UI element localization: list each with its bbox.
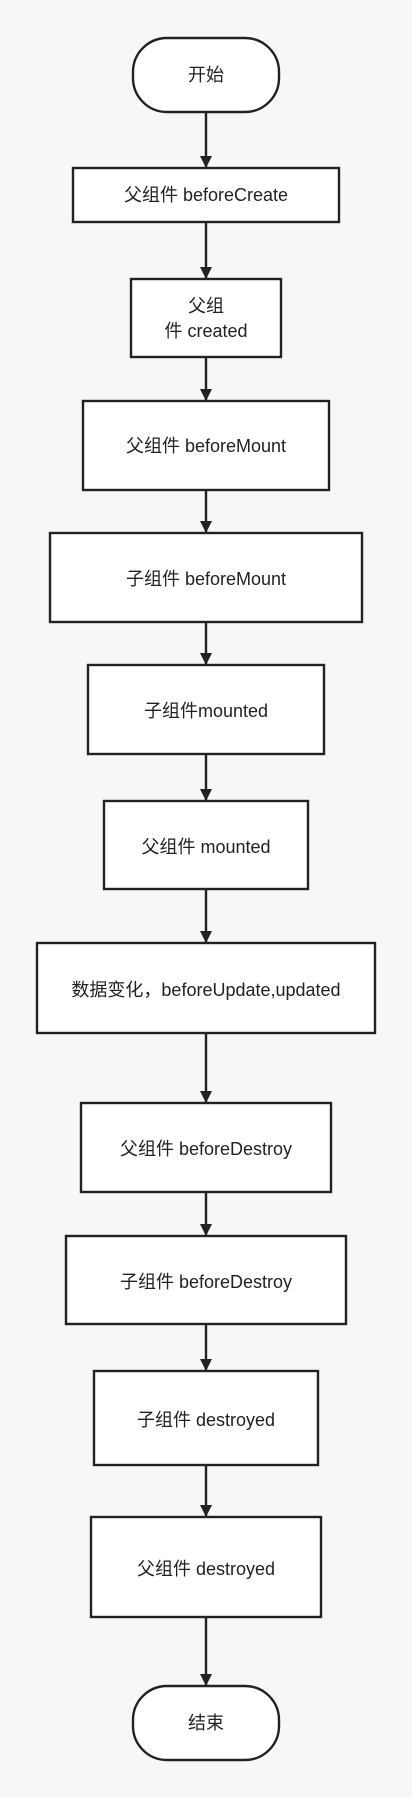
data-change-label: 数据变化，beforeUpdate,updated <box>71 980 340 1000</box>
parent-before-destroy-label: 父组件 beforeDestroy <box>120 1139 292 1159</box>
parent-created-label-line-2: 件 created <box>164 321 247 341</box>
start-node: 开始 <box>131 36 281 114</box>
end-label: 结束 <box>188 1713 224 1733</box>
child-before-mount-label: 子组件 beforeMount <box>126 569 286 589</box>
start-label: 开始 <box>188 65 224 85</box>
parent-mounted-node: 父组件 mounted <box>102 799 310 891</box>
end-node: 结束 <box>131 1684 281 1762</box>
parent-created-label-line-1: 父组 <box>188 296 224 316</box>
child-destroyed-label: 子组件 destroyed <box>137 1410 275 1430</box>
parent-before-destroy-node: 父组件 beforeDestroy <box>79 1101 333 1194</box>
child-mounted-node: 子组件mounted <box>86 663 326 756</box>
parent-created-node: 父组 件 created <box>129 277 283 359</box>
child-before-destroy-label: 子组件 beforeDestroy <box>120 1272 292 1292</box>
child-before-mount-node: 子组件 beforeMount <box>48 531 364 624</box>
data-change-node: 数据变化，beforeUpdate,updated <box>35 941 377 1035</box>
child-before-destroy-node: 子组件 beforeDestroy <box>64 1234 348 1326</box>
parent-before-create-node: 父组件 beforeCreate <box>71 166 341 224</box>
parent-before-create-label: 父组件 beforeCreate <box>124 185 288 205</box>
child-destroyed-node: 子组件 destroyed <box>92 1369 320 1467</box>
parent-destroyed-node: 父组件 destroyed <box>89 1515 323 1619</box>
child-mounted-label: 子组件mounted <box>144 701 268 721</box>
parent-mounted-label: 父组件 mounted <box>141 837 270 857</box>
parent-before-mount-node: 父组件 beforeMount <box>81 399 331 492</box>
parent-before-mount-label: 父组件 beforeMount <box>126 436 286 456</box>
parent-destroyed-label: 父组件 destroyed <box>137 1559 275 1579</box>
